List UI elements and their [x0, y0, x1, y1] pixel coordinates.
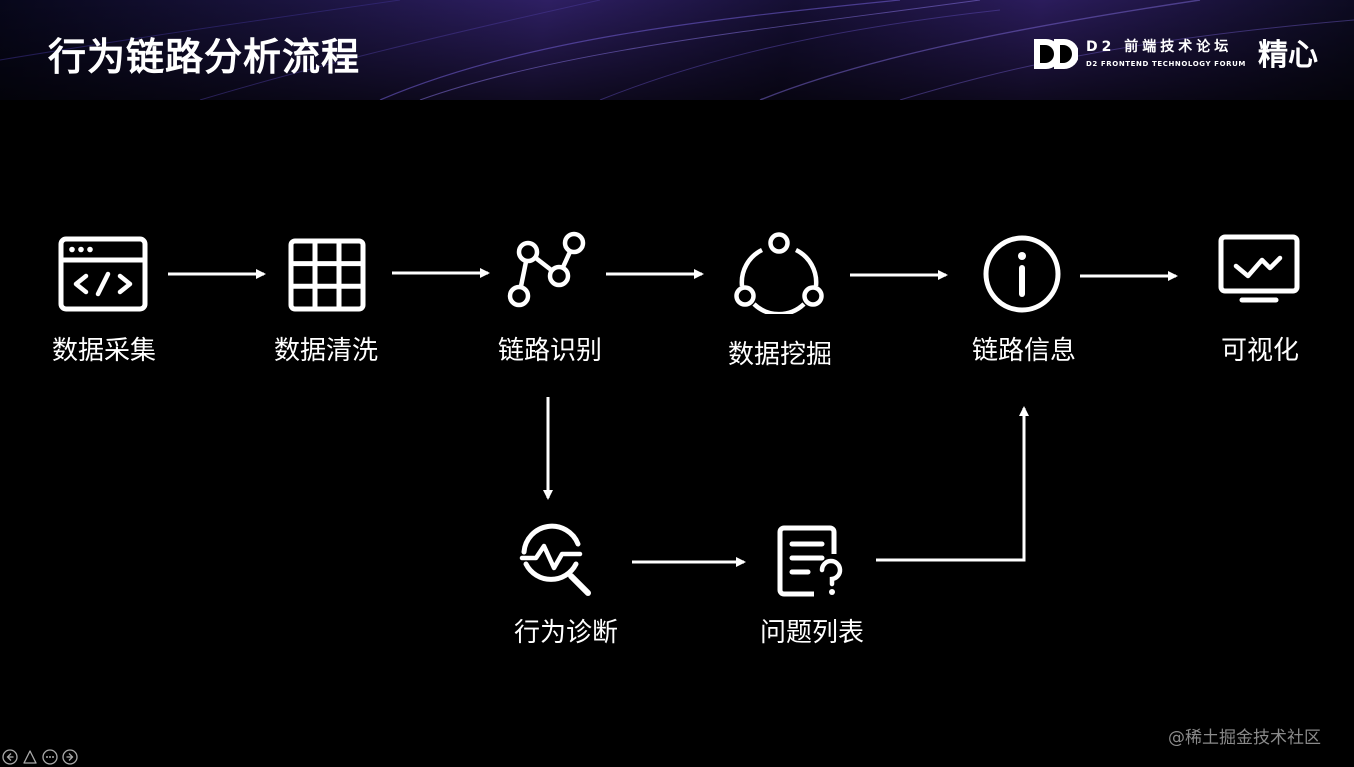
code-window-icon [58, 236, 148, 312]
next-slide-icon[interactable] [62, 749, 78, 765]
brand-name-en: D2 FRONTEND TECHNOLOGY FORUM [1086, 60, 1246, 68]
header-background [0, 0, 1354, 100]
node-path-icon [507, 231, 586, 308]
network-cycle-icon [734, 232, 824, 314]
magnifier-pulse-icon [519, 523, 591, 596]
brand-name-cn: D2 前端技术论坛 [1086, 39, 1233, 55]
brand-block: D2 前端技术论坛 D2 FRONTEND TECHNOLOGY FORUM [1032, 36, 1246, 72]
watermark: @稀土掘金技术社区 [1168, 728, 1321, 748]
node-label-visual: 可视化 [1220, 336, 1299, 366]
node-label-diagnose: 行为诊断 [513, 618, 618, 648]
pen-tool-icon[interactable] [22, 749, 38, 765]
node-label-clean: 数据清洗 [273, 336, 378, 366]
monitor-chart-icon [1218, 234, 1300, 303]
page-title: 行为链路分析流程 [48, 35, 361, 79]
node-label-mining: 数据挖掘 [727, 340, 832, 370]
d2-logo-icon [1034, 39, 1078, 69]
info-circle-icon [983, 235, 1061, 313]
node-label-info: 链路信息 [971, 336, 1076, 366]
grid-table-icon [288, 238, 366, 312]
node-label-identify: 链路识别 [497, 336, 602, 366]
document-question-icon [777, 525, 843, 597]
node-label-collect: 数据采集 [51, 336, 156, 366]
light-streaks-decoration [0, 0, 1354, 100]
node-label-issues: 问题列表 [759, 618, 864, 648]
slide-nav-controls [2, 749, 78, 765]
brand-tagline: 精心 [1258, 38, 1318, 73]
more-options-icon[interactable] [42, 749, 58, 765]
prev-slide-icon[interactable] [2, 749, 18, 765]
arrow-issues-info [876, 406, 1029, 562]
